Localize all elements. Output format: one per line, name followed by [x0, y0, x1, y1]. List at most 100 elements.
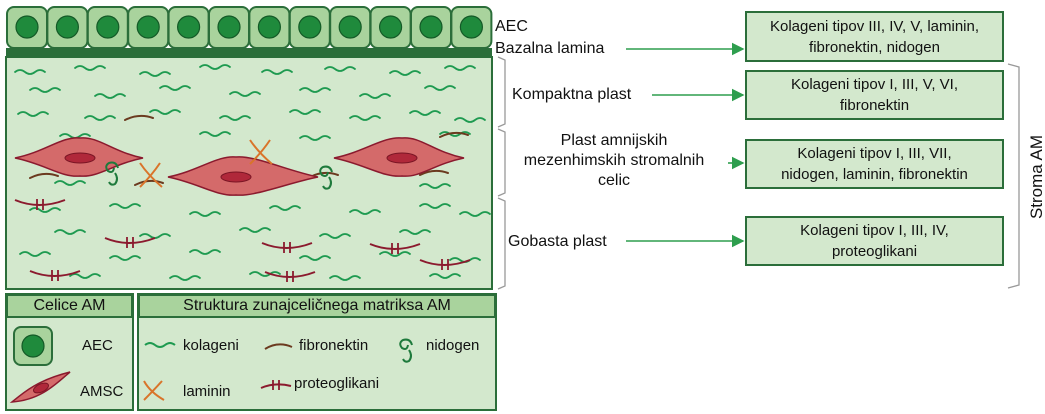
- proteoglycan-fiber: [29, 270, 81, 277]
- label-amsc-layer: Plast amnijskih mezenhimskih stromalnih …: [503, 131, 725, 191]
- proteoglycan-fiber: [14, 199, 66, 206]
- composition-amsc-line2: nidogen, laminin, fibronektin: [781, 166, 968, 183]
- fibronectin-fiber: [134, 179, 164, 186]
- aec-nucleus: [217, 15, 241, 39]
- legend-cells-amsc-label: AMSC: [80, 383, 124, 400]
- aec-nucleus: [136, 15, 160, 39]
- collagen-fiber: [439, 131, 471, 137]
- nidogen-mark: [105, 161, 119, 186]
- collagen-fiber: [419, 203, 451, 209]
- collagen-fiber: [29, 207, 61, 213]
- legend-fibronectin-icon: [264, 343, 293, 350]
- legend-cells-title: Celice AM: [6, 294, 133, 318]
- collagen-fiber: [74, 65, 106, 71]
- amsc-nucleus: [64, 152, 96, 164]
- aec-nucleus: [298, 15, 322, 39]
- legend-nidogen-label: nidogen: [426, 337, 480, 354]
- aec-nucleus: [338, 15, 362, 39]
- collagen-fiber: [444, 65, 476, 71]
- collagen-fiber: [319, 233, 351, 239]
- proteoglycan-fiber: [419, 259, 471, 266]
- fibronectin-fiber: [439, 131, 469, 138]
- nidogen-marks: [105, 161, 333, 190]
- legend-proteoglycan-icon: [260, 380, 292, 390]
- label-amsc-line2: mezenhimskih stromalnih: [523, 152, 705, 169]
- label-stroma: Stroma AM: [1027, 134, 1045, 220]
- collagen-fiber: [84, 115, 116, 121]
- basal-lamina-band: [6, 48, 492, 57]
- collagen-fiber: [419, 183, 451, 189]
- collagen-fiber: [229, 91, 261, 97]
- collagen-fiber: [189, 211, 221, 217]
- collagen-fiber: [329, 275, 361, 281]
- composition-spongy-line1: Kolageni tipov I, III, IV,: [800, 222, 949, 239]
- collagen-fiber: [324, 66, 356, 72]
- aec-nucleus: [257, 15, 281, 39]
- collagen-fiber: [169, 275, 201, 281]
- collagen-fiber: [389, 70, 421, 76]
- collagen-fiber: [424, 85, 456, 91]
- legend-cells-aec-label: AEC: [82, 337, 113, 354]
- composition-box-amsc: Kolageni tipov I, III, VII, nidogen, lam…: [745, 139, 1004, 189]
- label-amsc-line1: Plast amnijskih: [560, 132, 668, 149]
- collagen-fiber: [239, 227, 271, 233]
- label-basal-lamina: Bazalna lamina: [495, 40, 605, 57]
- collagen-fiber: [159, 85, 191, 91]
- aec-nucleus: [419, 15, 443, 39]
- collagen-fiber: [289, 109, 321, 115]
- collagen-fiber: [249, 271, 281, 277]
- collagen-fiber: [429, 273, 461, 279]
- proteoglycan-fiber: [261, 242, 313, 249]
- collagen-fiber: [359, 93, 391, 99]
- collagen-fiber: [109, 203, 141, 209]
- collagen-fibers: [14, 64, 491, 281]
- collagen-fiber: [299, 135, 331, 141]
- collagen-fiber: [219, 115, 251, 121]
- bracket-amsc: [497, 128, 506, 197]
- collagen-fiber: [54, 229, 86, 235]
- legend-laminin-label: laminin: [183, 383, 231, 400]
- collagen-fiber: [54, 180, 86, 186]
- fibronectin-fiber: [124, 114, 154, 121]
- proteoglycan-fiber: [264, 271, 316, 278]
- fibronectin-fiber: [29, 172, 59, 179]
- collagen-fiber: [399, 229, 431, 235]
- composition-basal-line2: fibronektin, nidogen: [809, 38, 940, 56]
- bracket-stroma: [1007, 63, 1020, 289]
- collagen-fiber: [199, 64, 231, 70]
- legend-aec-nucleus-icon: [21, 334, 45, 358]
- collagen-fiber: [94, 93, 126, 99]
- collagen-fiber: [299, 255, 331, 261]
- proteoglycan-fiber: [369, 243, 421, 250]
- legend-proteoglycan-label: proteoglikani: [294, 375, 380, 392]
- label-amsc-line3: celic: [597, 172, 630, 189]
- composition-amsc-line1: Kolageni tipov I, III, VII,: [797, 145, 952, 162]
- legend-amsc-icon: [9, 371, 71, 403]
- legend-fibronectin-label: fibronektin: [299, 337, 369, 354]
- legend-nidogen-icon: [399, 338, 413, 363]
- proteoglycan-fibers: [14, 199, 471, 282]
- collagen-fiber: [14, 69, 46, 75]
- collagen-fiber: [409, 110, 441, 116]
- laminin-marks: [139, 139, 273, 188]
- composition-compact-line2: fibronektin: [839, 97, 910, 114]
- collagen-fiber: [109, 255, 141, 261]
- aec-nucleus: [459, 15, 483, 39]
- composition-box-basal: Kolageni tipov III, IV, V, laminin, fibr…: [745, 11, 1004, 62]
- collagen-fiber: [459, 211, 491, 217]
- aec-nucleus: [96, 15, 120, 39]
- collagen-fiber: [139, 71, 171, 77]
- collagen-fiber: [299, 87, 331, 93]
- collagen-fiber: [149, 109, 181, 115]
- amsc-nucleus: [386, 152, 418, 164]
- collagen-fiber: [199, 131, 231, 137]
- amsc-nucleus: [220, 171, 252, 183]
- collagen-fiber: [379, 251, 411, 257]
- proteoglycan-fiber: [104, 237, 156, 244]
- aec-nucleus: [15, 15, 39, 39]
- laminin-mark: [249, 139, 273, 165]
- legend-collagen-label: kolageni: [183, 337, 239, 354]
- amsc-cells: [14, 137, 465, 196]
- collagen-fiber: [261, 69, 293, 75]
- aec-nucleus: [55, 15, 80, 39]
